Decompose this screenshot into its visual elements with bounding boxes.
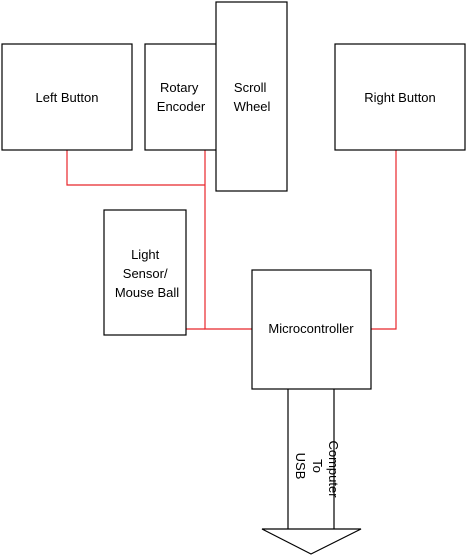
scroll-wheel-label: Scroll Wheel: [234, 80, 271, 114]
usb-wires: [287, 389, 335, 529]
scroll-wheel-box: [215, 1, 288, 192]
light-sensor-block: Light Sensor/ Mouse Ball: [103, 209, 187, 336]
wire-right-button: [371, 150, 397, 330]
usb-down-arrow: [261, 528, 362, 555]
scroll-wheel-block: Scroll Wheel: [215, 1, 288, 192]
microcontroller-box: [251, 269, 372, 390]
wire-left-button: [66, 150, 205, 186]
computer-label: Computer: [326, 440, 341, 498]
left-button-label: Left Button: [36, 90, 99, 105]
right-button-box: [334, 43, 466, 151]
to-label: To: [310, 459, 325, 473]
left-button-block: Left Button: [1, 43, 133, 151]
right-button-block: Right Button: [334, 43, 466, 151]
rotary-encoder-label: Rotary Encoder: [157, 80, 206, 114]
microcontroller-block: Microcontroller: [251, 269, 372, 390]
right-button-label: Right Button: [364, 90, 436, 105]
left-button-box: [1, 43, 133, 151]
microcontroller-label: Microcontroller: [268, 321, 354, 336]
rotary-encoder-block: Rotary Encoder: [144, 43, 221, 151]
light-sensor-label: Light Sensor/ Mouse Ball: [115, 247, 179, 300]
light-sensor-box: [103, 209, 187, 336]
red-wires: [66, 150, 397, 330]
rotary-encoder-box: [144, 43, 221, 151]
usb-label: USB: [293, 453, 308, 480]
